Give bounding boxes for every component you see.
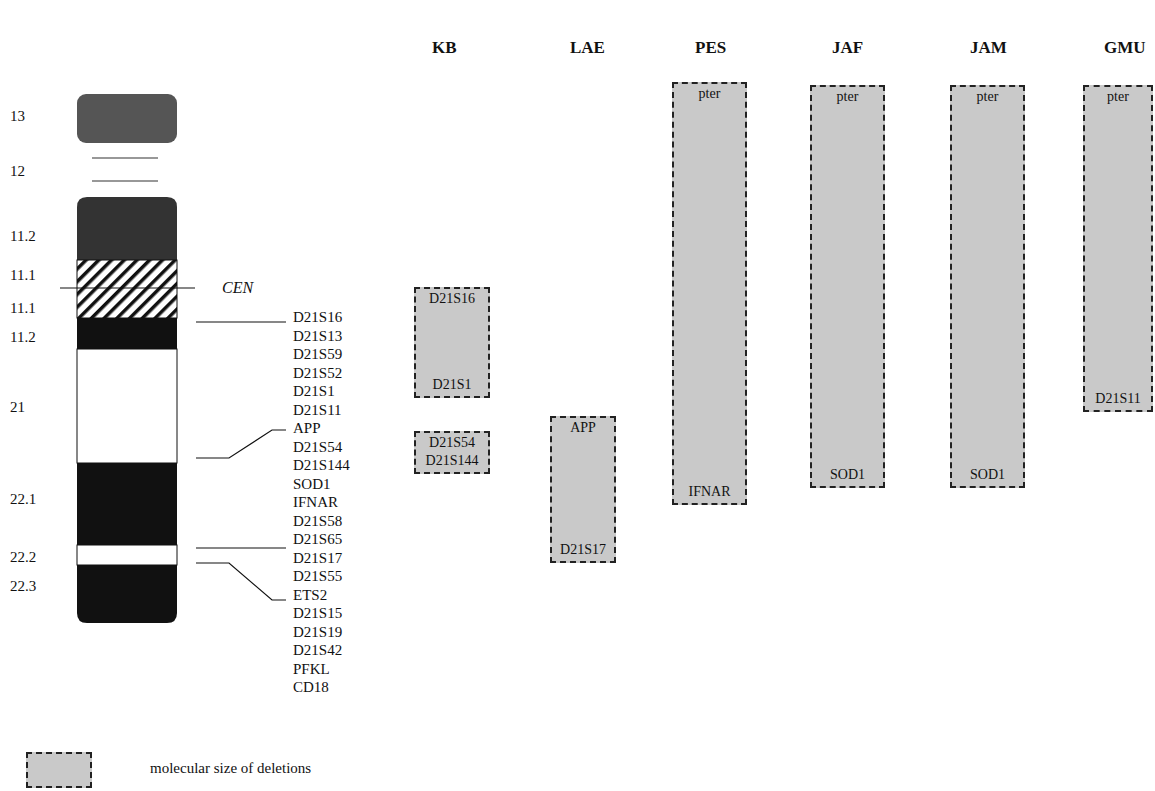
- marker-label: D21S11: [1095, 392, 1140, 407]
- marker-name: D21S52: [293, 365, 342, 380]
- column-header: LAE: [570, 39, 605, 56]
- band-number: 11.2: [10, 330, 36, 345]
- marker-name: CD18: [293, 680, 329, 695]
- marker-name: D21S19: [293, 624, 342, 639]
- marker-name: D21S65: [293, 532, 342, 547]
- marker-label: pter: [699, 87, 721, 102]
- marker-name: D21S58: [293, 513, 342, 528]
- centromere-line: [60, 287, 195, 288]
- leader-line: [196, 430, 286, 458]
- band-q11-2: [77, 318, 177, 349]
- deletion-box: pterSOD1: [810, 85, 885, 488]
- band-number: 11.2: [10, 229, 36, 244]
- band-number: 22.1: [10, 492, 36, 507]
- leader-line: [196, 563, 286, 600]
- band-number: 12: [10, 164, 25, 179]
- marker-name: D21S55: [293, 569, 342, 584]
- marker-name: D21S15: [293, 606, 342, 621]
- marker-name: D21S11: [293, 402, 342, 417]
- column-header: JAF: [832, 39, 863, 56]
- band-number: 11.1: [10, 268, 36, 283]
- marker-name: D21S42: [293, 643, 342, 658]
- column-header: JAM: [970, 39, 1007, 56]
- band-number: 21: [10, 400, 25, 415]
- marker-label: pter: [977, 90, 999, 105]
- centromere-label: CEN: [222, 280, 253, 296]
- marker-label: pter: [837, 90, 859, 105]
- marker-label: D21S1: [433, 378, 472, 393]
- marker-label: D21S54: [429, 436, 475, 451]
- marker-label: D21S16: [429, 292, 475, 307]
- marker-label: pter: [1107, 90, 1129, 105]
- deletion-box: pterD21S11: [1083, 85, 1153, 412]
- marker-name: PFKL: [293, 661, 330, 676]
- stalk-line: [92, 180, 158, 181]
- marker-name: D21S59: [293, 347, 342, 362]
- leader-line: [196, 547, 286, 548]
- band-number: 13: [10, 109, 25, 124]
- deletion-box: pterIFNAR: [672, 82, 747, 505]
- stalk-line: [92, 157, 158, 158]
- band-number: 22.3: [10, 579, 36, 594]
- band-q21: [77, 349, 177, 463]
- column-header: GMU: [1104, 39, 1146, 56]
- deletion-box: pterSOD1: [950, 85, 1025, 488]
- column-header: KB: [432, 39, 457, 56]
- deletion-box: D21S54D21S144: [414, 431, 490, 474]
- marker-name: IFNAR: [293, 495, 338, 510]
- leader-line: [196, 321, 286, 322]
- marker-name: APP: [293, 421, 321, 436]
- band-q22-3: [77, 565, 177, 623]
- marker-label: D21S144: [426, 454, 479, 469]
- legend-text: molecular size of deletions: [150, 760, 311, 777]
- marker-name: D21S1: [293, 384, 335, 399]
- marker-name: D21S144: [293, 458, 350, 473]
- marker-label: IFNAR: [688, 485, 730, 500]
- marker-name: D21S13: [293, 328, 342, 343]
- marker-label: D21S17: [560, 543, 606, 558]
- band-number: 11.1: [10, 301, 36, 316]
- deletion-box: D21S16D21S1: [414, 287, 490, 398]
- band-q22-2: [77, 545, 177, 565]
- column-header: PES: [695, 39, 726, 56]
- marker-name: D21S16: [293, 310, 342, 325]
- band-q22-1: [77, 463, 177, 545]
- marker-name: D21S17: [293, 550, 342, 565]
- marker-name: SOD1: [293, 476, 331, 491]
- marker-label: APP: [570, 421, 596, 436]
- legend-swatch: [26, 752, 92, 788]
- marker-label: SOD1: [970, 468, 1005, 483]
- deletion-box: APP D21S17: [550, 416, 616, 563]
- marker-label: SOD1: [830, 468, 865, 483]
- band-p11-2: [77, 197, 177, 260]
- band-p13: [77, 94, 177, 143]
- marker-name: D21S54: [293, 439, 342, 454]
- marker-name: ETS2: [293, 587, 327, 602]
- band-number: 22.2: [10, 550, 36, 565]
- centromere-band: [77, 260, 177, 318]
